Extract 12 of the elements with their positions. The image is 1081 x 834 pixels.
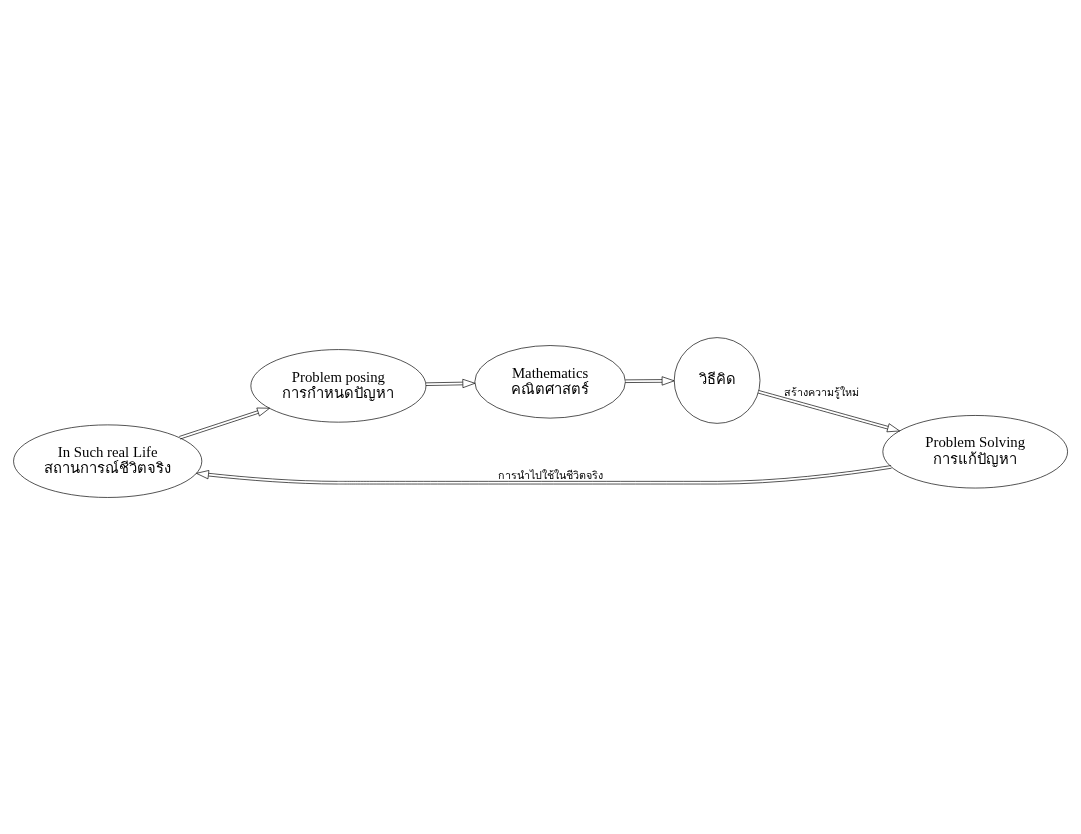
arrow (178, 407, 270, 439)
arrow (757, 389, 900, 432)
arrow (425, 378, 476, 388)
edge-label: สร้างความรู้ใหม่ (783, 385, 859, 399)
arrow (196, 464, 892, 484)
node-ellipse: In Such real Life สถานการณ์ชีวิตจริง (13, 424, 203, 498)
edge-label: การนำไปใช้ในชีวิตจริง (497, 468, 603, 482)
arrow (625, 375, 675, 385)
node-circle: วิธีคิด (673, 336, 761, 424)
node-ellipse: Problem Solving การแก้ปัญหา (882, 414, 1068, 488)
node-ellipse: Problem posing การกำหนดปัญหา (250, 348, 427, 422)
node-ellipse: Mathematics คณิตศาสตร์ (474, 344, 626, 418)
